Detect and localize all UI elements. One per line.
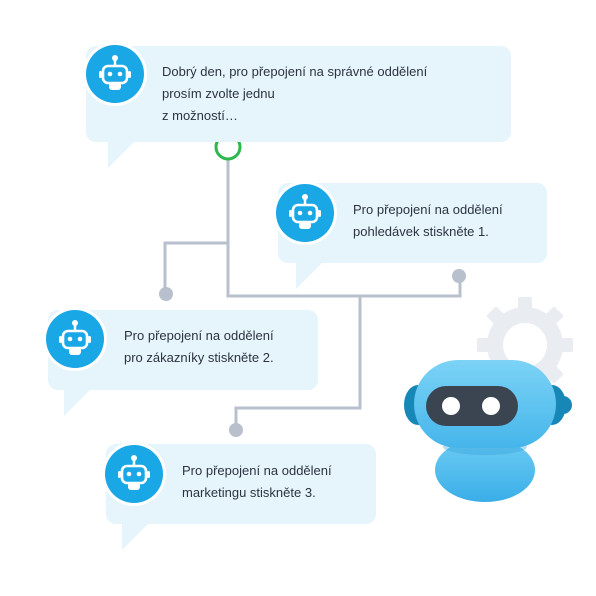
robot-icon [276, 184, 334, 242]
option-2-message: Pro přepojení na oddělení pro zákazníky … [124, 328, 274, 365]
greeting-bubble-tail [108, 142, 134, 168]
connector-node-option-3 [229, 423, 243, 437]
connector-node-option-1 [452, 269, 466, 283]
option-2-bubble-tail [64, 390, 90, 416]
option-1-bubble-tail [296, 263, 322, 289]
greeting-message: Dobrý den, pro přepojení na správné oddě… [162, 64, 428, 123]
robot-icon [86, 45, 144, 103]
option-3-bubble-tail [122, 524, 148, 550]
option-3-message: Pro přepojení na oddělení marketingu sti… [182, 463, 332, 500]
greeting-bubble [86, 46, 511, 142]
option-1-message: Pro přepojení na oddělení pohledávek sti… [353, 202, 503, 239]
robot-icon [46, 310, 104, 368]
connector-node-option-2 [159, 287, 173, 301]
robot-icon [105, 445, 163, 503]
